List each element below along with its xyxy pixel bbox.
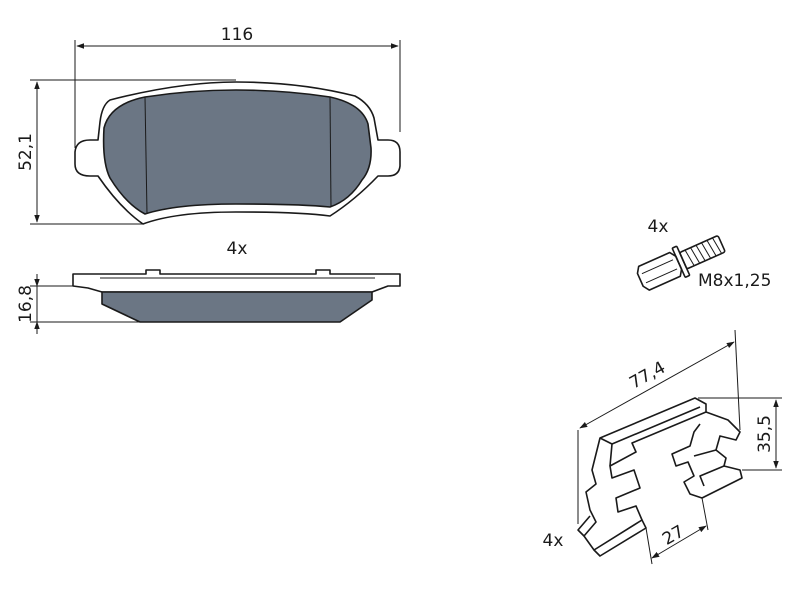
clip-height-label: 35,5 (755, 415, 775, 453)
pad-thickness-label: 16,8 (16, 285, 36, 323)
pad-width-label: 116 (221, 25, 253, 45)
wear-groove-left (144, 96, 148, 215)
clip-height-dimension: 35,5 (698, 397, 782, 471)
wear-groove-right (329, 96, 332, 208)
friction-material-side (101, 291, 373, 323)
pad-thickness-dimension: 16,8 (16, 274, 140, 334)
brake-pad-front-view (74, 81, 401, 225)
pad-height-dimension: 52,1 (16, 79, 236, 225)
clip-width-dimension: 27 (645, 497, 709, 565)
bolt-thread-label: M8x1,25 (698, 271, 771, 291)
clip-quantity-label: 4x (543, 531, 564, 551)
clip-length-label: 77,4 (626, 358, 669, 394)
friction-material (102, 89, 372, 215)
clip-width-label: 27 (659, 522, 688, 550)
backing-plate-outline (74, 81, 401, 225)
brake-pad-side-view (72, 269, 401, 323)
bolt-thread (679, 235, 726, 270)
clip-length-dimension: 77,4 (577, 329, 741, 524)
bolt-head (636, 251, 683, 291)
bolt-quantity-label: 4x (648, 217, 669, 237)
clip-spring-arm (671, 411, 743, 499)
pad-height-label: 52,1 (16, 133, 36, 171)
pad-quantity-label: 4x (227, 239, 248, 259)
bolt: 4x M8x1,25 (636, 217, 771, 291)
pad-width-dimension: 116 (74, 25, 401, 148)
backing-plate-side-outline (72, 269, 401, 293)
